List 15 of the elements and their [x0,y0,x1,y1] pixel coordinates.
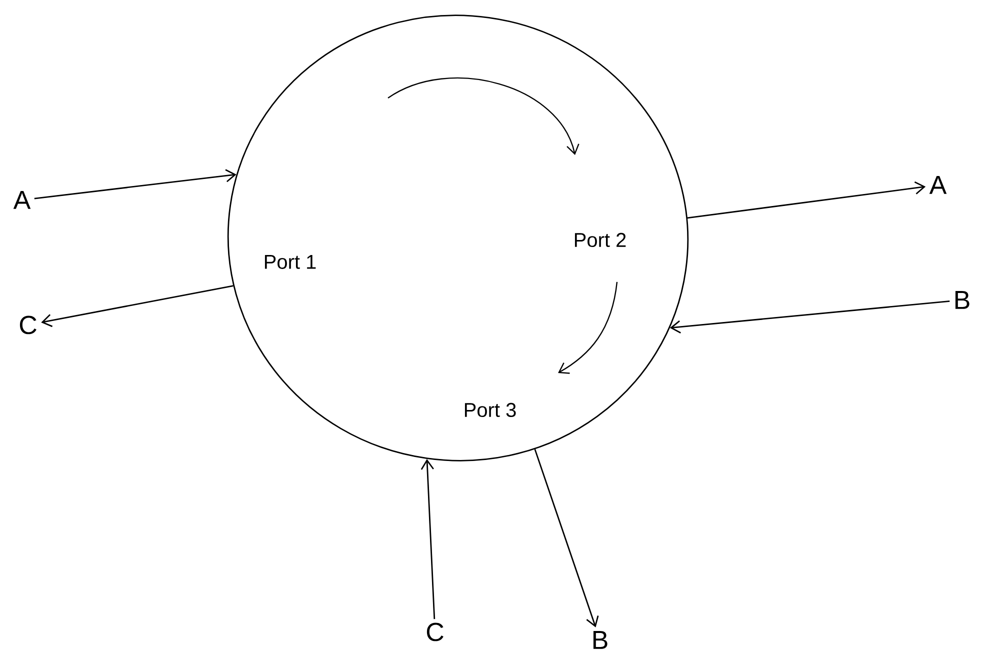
arrow [687,181,926,219]
port-label: Port 3 [464,402,516,418]
terminal-label: A [929,176,947,194]
terminal-label: B [955,291,970,309]
terminal-label: C [20,316,36,334]
arrow [534,448,599,628]
terminal-label: C [426,622,444,642]
terminal-label: B [593,631,608,649]
arrow [670,300,950,334]
arrow [41,285,234,328]
terminal-label: A [13,191,31,209]
arrow [34,169,236,200]
port-label: Port 1 [264,255,316,269]
port-label: Port 2 [574,232,626,248]
arrow [420,459,436,620]
